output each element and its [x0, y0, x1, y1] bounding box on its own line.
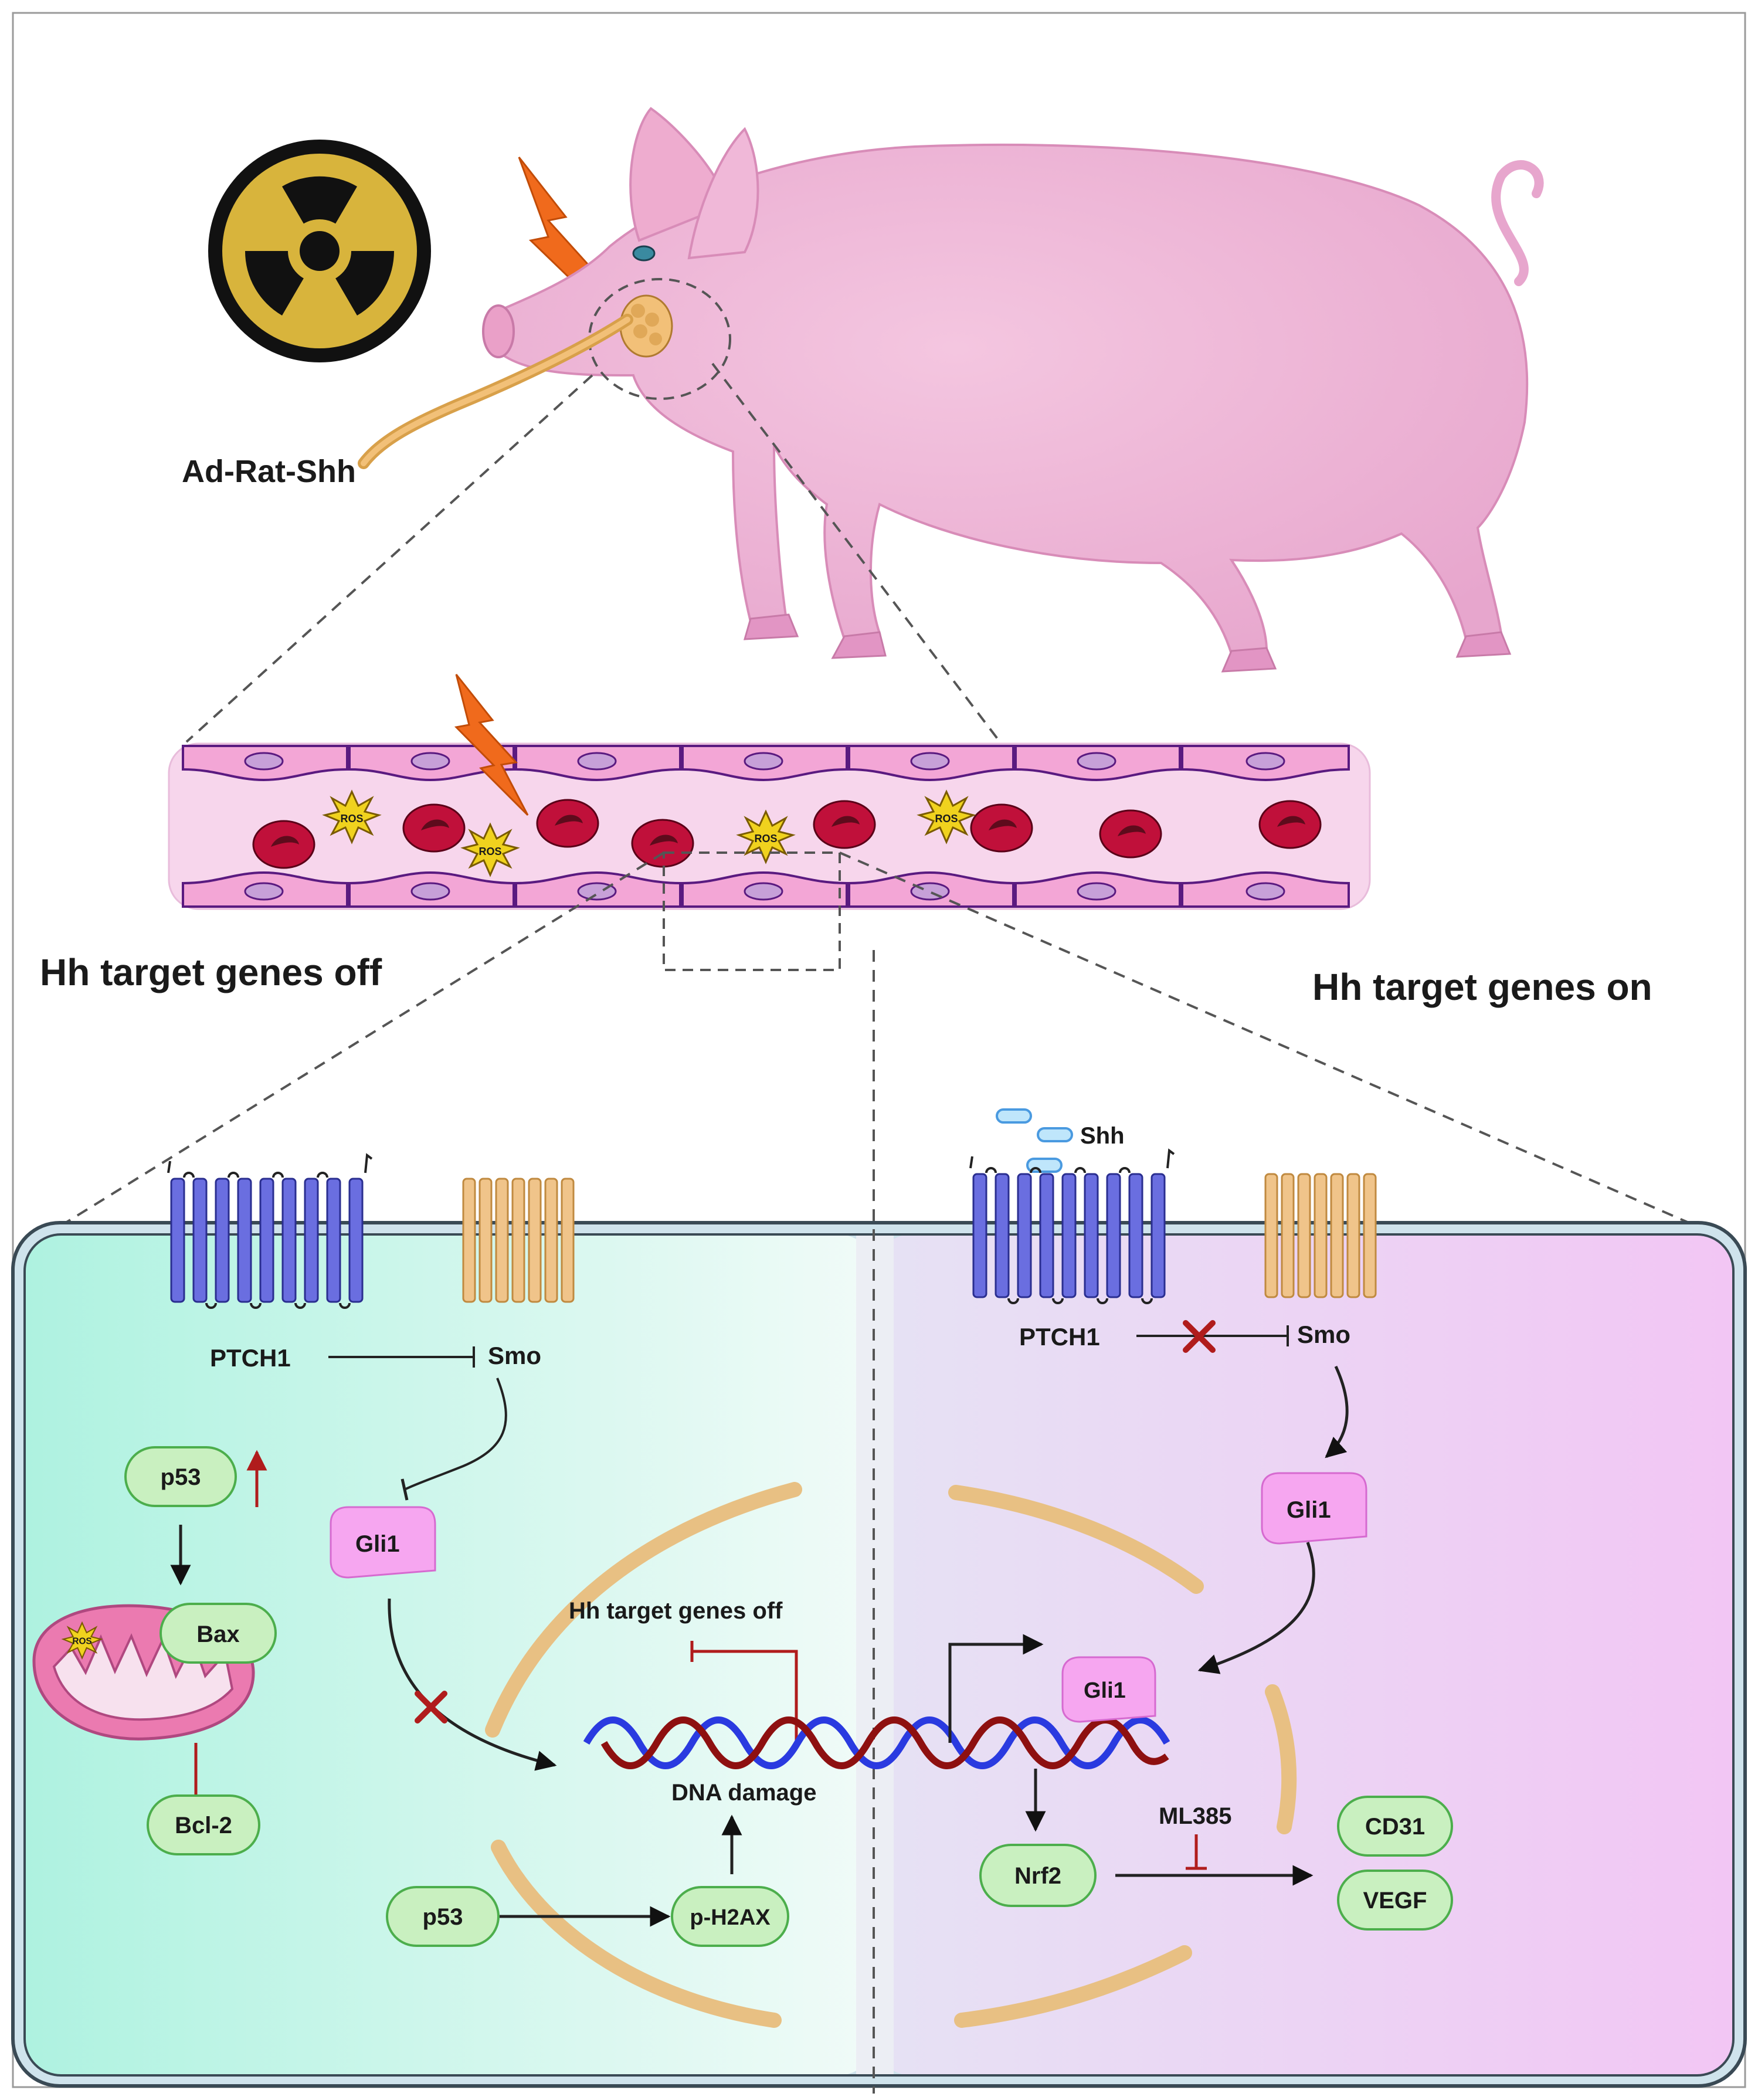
transcription-start-arrow	[948, 1634, 1044, 1743]
ptch1-receptor	[969, 1148, 1175, 1304]
zoom-circle	[588, 278, 731, 400]
smo-label: Smo	[488, 1342, 541, 1369]
hh-off-inner-label: Hh target genes off	[569, 1598, 783, 1624]
ptch1-inhibits-smo	[328, 1346, 475, 1368]
gli1-protein: Gli1	[1261, 1472, 1367, 1545]
vegf-label: VEGF	[1363, 1888, 1427, 1914]
zoom-line-left	[185, 374, 593, 743]
cd31-label: CD31	[1365, 1814, 1425, 1840]
ros-label: ROS	[478, 846, 501, 857]
zoom-rectangle	[663, 851, 841, 971]
gli1-label: Gli1	[1084, 1678, 1126, 1703]
right-section-title: Hh target genes on	[1312, 966, 1652, 1008]
zoom-line-cell-right	[839, 851, 1689, 1224]
smo-receptor	[462, 1178, 575, 1303]
ros-burst: ROS	[738, 810, 794, 863]
smo-to-gli1-arrow	[1325, 1365, 1349, 1458]
p53-protein: p53	[124, 1446, 237, 1507]
nrf2-protein: Nrf2	[979, 1844, 1097, 1907]
smo-inhibits-gli1	[404, 1378, 507, 1491]
smo-receptor	[1264, 1173, 1377, 1298]
ros-label: ROS	[72, 1637, 91, 1647]
bcl2-protein: Bcl-2	[147, 1794, 260, 1855]
nrf2-label: Nrf2	[1014, 1863, 1061, 1889]
ros-label: ROS	[340, 813, 363, 825]
ros-label: ROS	[935, 813, 958, 825]
ros-burst: ROS	[462, 823, 518, 876]
ros-burst: ROS	[324, 791, 380, 843]
salivary-gland	[619, 294, 673, 358]
ptch1-label: PTCH1	[1019, 1323, 1100, 1351]
inhibition-cross-icon	[1183, 1320, 1216, 1353]
cd31-protein: CD31	[1337, 1796, 1453, 1857]
gli1-nuclear-protein: Gli1	[1061, 1656, 1156, 1723]
smo-label: Smo	[1297, 1321, 1350, 1348]
gli1-label: Gli1	[1287, 1497, 1331, 1523]
p53-protein: p53	[386, 1886, 500, 1947]
ros-label: ROS	[754, 833, 777, 844]
ph2ax-protein: p-H2AX	[671, 1886, 789, 1947]
left-section-title: Hh target genes off	[40, 951, 382, 993]
bcl2-label: Bcl-2	[175, 1813, 232, 1838]
zoom-line-cell-left	[65, 851, 665, 1224]
dna-double-helix	[583, 1716, 1170, 1769]
ros-burst: ROS	[62, 1622, 102, 1659]
ml385-label: ML385	[1159, 1803, 1232, 1829]
ros-burst: ROS	[918, 791, 975, 843]
pig-illustration	[482, 107, 1544, 673]
gli1-to-nucleus-arrow	[1197, 1542, 1315, 1674]
ptch1-label: PTCH1	[210, 1344, 291, 1372]
zoom-line-right	[711, 362, 1007, 751]
ph2ax-label: p-H2AX	[690, 1905, 771, 1930]
ptch1-smo-blocked-inhibition	[1136, 1325, 1289, 1346]
p53-label: p53	[161, 1464, 201, 1490]
p53-label: p53	[423, 1904, 463, 1930]
gli1-label: Gli1	[355, 1531, 400, 1557]
inhibition-cross-icon	[415, 1691, 447, 1724]
shh-ligands	[996, 1108, 1073, 1173]
gli1-protein: Gli1	[330, 1506, 436, 1579]
radiation-hazard-icon	[208, 140, 431, 362]
nuclear-envelope	[485, 1482, 1297, 2028]
ptch1-receptor	[167, 1153, 373, 1309]
vector-label: Ad-Rat-Shh	[182, 454, 356, 489]
shh-label: Shh	[1080, 1123, 1125, 1149]
cell	[11, 1221, 1747, 2088]
dna-damage-label: DNA damage	[671, 1780, 816, 1806]
bax-protein: Bax	[159, 1603, 277, 1664]
ml385-inhibits-nrf2	[1186, 1834, 1207, 1870]
hh-off-inhibition-line	[690, 1641, 798, 1745]
vegf-protein: VEGF	[1337, 1870, 1453, 1931]
lightning-bolt-icon	[454, 674, 529, 816]
bax-label: Bax	[196, 1621, 239, 1647]
